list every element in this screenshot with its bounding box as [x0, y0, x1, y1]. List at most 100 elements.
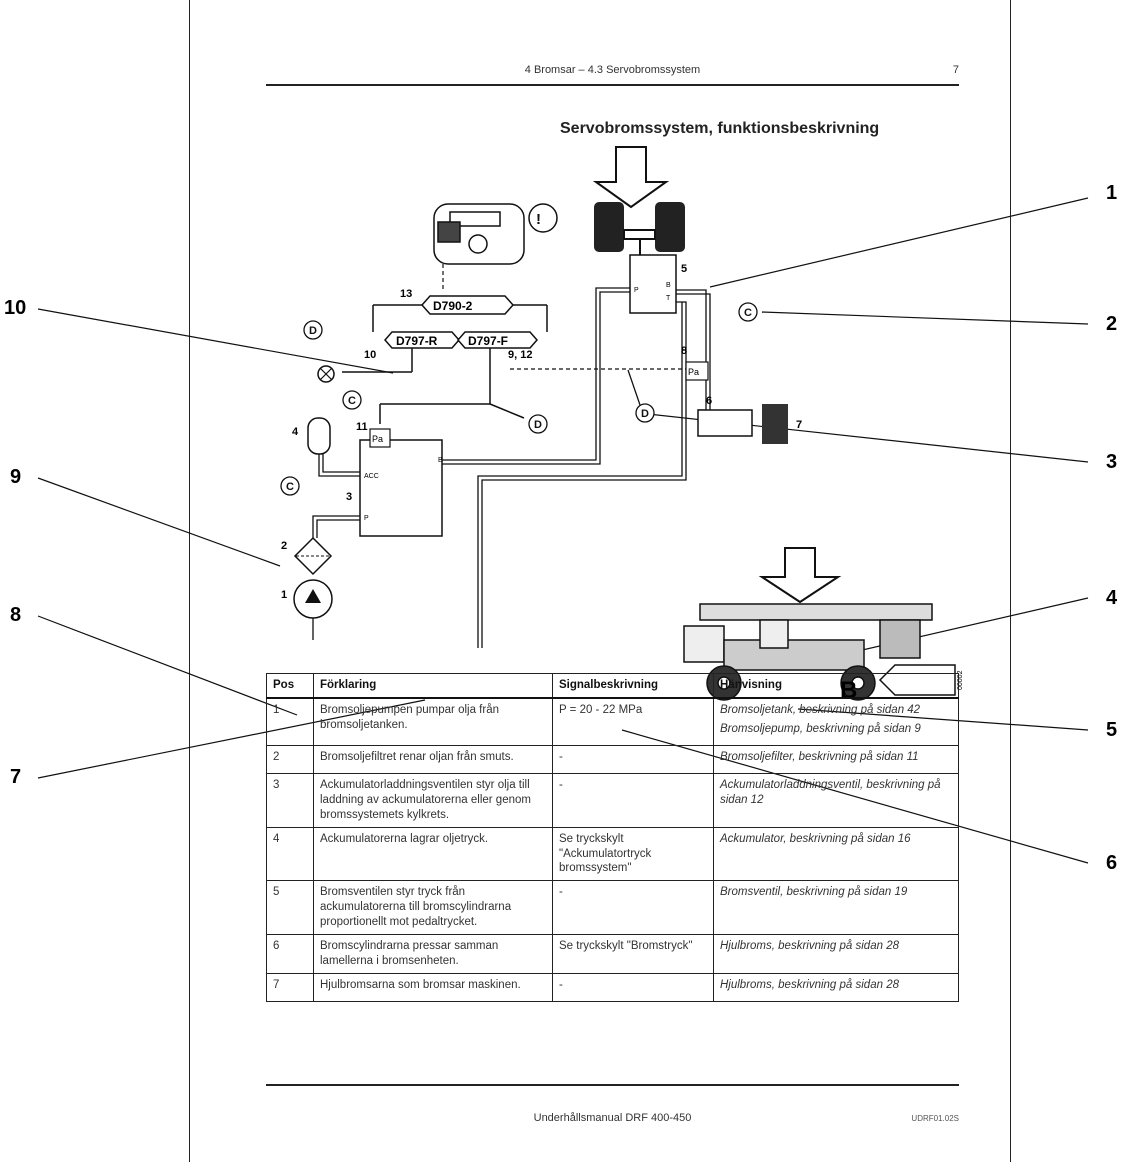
cell-hanvisning: Hjulbroms, beskrivning på sidan 28	[713, 973, 959, 1002]
footer-rule	[266, 1084, 959, 1086]
svg-text:!: !	[536, 211, 541, 228]
cell-pos: 6	[266, 934, 314, 975]
cell-hanvisning: Ackumulator, beskrivning på sidan 16	[713, 826, 959, 882]
callout-9: 9	[10, 466, 22, 488]
svg-text:D: D	[641, 408, 649, 420]
callout-3: 3	[1106, 451, 1118, 473]
svg-text:ACC: ACC	[364, 473, 379, 480]
brake-cylinder	[697, 409, 753, 437]
cell-pos: 4	[266, 826, 314, 882]
reference-link[interactable]: Bromsventil, beskrivning på sidan 19	[720, 886, 908, 899]
svg-text:1: 1	[281, 589, 287, 601]
svg-text:D797-R: D797-R	[396, 334, 438, 348]
col-header-pos: Pos	[266, 672, 314, 699]
brake-valve	[629, 254, 677, 314]
page-title: Servobromssystem, funktionsbeskrivning	[560, 120, 880, 137]
svg-text:D: D	[309, 325, 317, 337]
cell-hanvisning: Bromsventil, beskrivning på sidan 19	[713, 880, 959, 936]
cell-signal: Se tryckskylt "Ackumulatortryck bromssys…	[552, 826, 714, 882]
cell-signal: -	[552, 744, 714, 774]
svg-text:P: P	[364, 515, 369, 522]
cell-pos: 2	[266, 744, 314, 774]
svg-text:D797-F: D797-F	[468, 334, 508, 348]
svg-text:2: 2	[281, 540, 287, 552]
svg-text:Pa: Pa	[372, 434, 383, 444]
machine-arrow-icon	[758, 547, 842, 604]
header-section: 4 Bromsar – 4.3 Servobromssystem	[524, 64, 701, 76]
svg-text:10: 10	[364, 349, 376, 361]
cell-forklaring: Ackumulatorladdningsventilen styr olja t…	[313, 772, 553, 828]
callout-1: 1	[1106, 182, 1118, 204]
callout-7: 7	[10, 766, 22, 788]
cell-signal: -	[552, 880, 714, 936]
cell-pos: 3	[266, 772, 314, 828]
cell-pos: 1	[266, 697, 314, 746]
cell-forklaring: Ackumulatorerna lagrar oljetryck.	[313, 826, 553, 882]
svg-text:9, 12: 9, 12	[508, 349, 532, 361]
svg-text:P: P	[634, 287, 639, 294]
header-rule	[266, 84, 959, 86]
charging-valve	[359, 439, 443, 537]
cell-hanvisning: Ackumulatorladdningsventil, beskrivning …	[713, 772, 959, 828]
cell-forklaring: Bromsoljepumpen pumpar olja från bromsol…	[313, 697, 553, 746]
callout-2: 2	[1106, 313, 1118, 335]
svg-text:5: 5	[681, 263, 687, 275]
leader-line-4	[831, 597, 1089, 658]
brake-pedal-icon	[594, 202, 685, 255]
leader-line-2	[761, 311, 1089, 325]
leader-line-1	[709, 197, 1089, 288]
callout-8: 8	[10, 604, 22, 626]
svg-text:00002: 00002	[957, 670, 964, 690]
cell-forklaring: Bromscylindrarna pressar samman lameller…	[313, 934, 553, 975]
svg-text:B: B	[438, 457, 443, 464]
wheel-brake-icon	[762, 404, 788, 444]
pedal-arrow-icon	[592, 146, 670, 209]
svg-text:11: 11	[356, 421, 368, 433]
cell-forklaring: Hjulbromsarna som bromsar maskinen.	[313, 973, 553, 1002]
svg-text:4: 4	[292, 426, 299, 438]
table-row: 5 Bromsventilen styr tryck från ackumula…	[266, 880, 959, 936]
callout-4: 4	[1106, 587, 1118, 609]
svg-text:Pa: Pa	[688, 367, 699, 377]
callout-6: 6	[1106, 852, 1118, 874]
col-header-signal: Signalbeskrivning	[552, 672, 714, 699]
reference-link[interactable]: Hjulbroms, beskrivning på sidan 28	[720, 979, 899, 992]
svg-text:T: T	[666, 295, 671, 302]
cell-hanvisning: Bromsoljefilter, beskrivning på sidan 11	[713, 744, 959, 774]
svg-text:C: C	[286, 481, 294, 493]
reference-link[interactable]: Bromsoljepump, beskrivning på sidan 9	[720, 722, 921, 735]
reference-link[interactable]: Ackumulatorladdningsventil, beskrivning …	[720, 778, 941, 806]
cell-pos: 7	[266, 973, 314, 1002]
reference-link[interactable]: Ackumulator, beskrivning på sidan 16	[720, 832, 911, 845]
footer-doc-code: UDRF01.02S	[911, 1114, 959, 1123]
callout-5: 5	[1106, 719, 1118, 741]
cell-pos: 5	[266, 880, 314, 936]
svg-text:3: 3	[346, 491, 352, 503]
table-row: 2 Bromsoljefiltret renar oljan från smut…	[266, 744, 959, 774]
svg-text:D790-2: D790-2	[433, 299, 473, 313]
svg-text:7: 7	[796, 419, 802, 431]
cell-hanvisning: Bromsoljetank, beskrivning på sidan 42 B…	[713, 697, 959, 746]
svg-text:C: C	[744, 307, 752, 319]
col-header-forklaring: Förklaring	[313, 672, 553, 699]
cell-signal: -	[552, 973, 714, 1002]
component-table: Pos Förklaring Signalbeskrivning Hänvisn…	[266, 672, 959, 1002]
svg-text:C: C	[348, 395, 356, 407]
leader-line-8	[37, 615, 298, 716]
col-header-hanvisning: Hänvisning	[713, 672, 959, 699]
display-unit-icon: !	[433, 203, 558, 265]
reference-link[interactable]: Bromsoljefilter, beskrivning på sidan 11	[720, 750, 919, 763]
svg-text:B: B	[666, 282, 671, 289]
reference-link[interactable]: Hjulbroms, beskrivning på sidan 28	[720, 940, 899, 953]
table-header-row: Pos Förklaring Signalbeskrivning Hänvisn…	[266, 672, 959, 699]
callout-10: 10	[4, 297, 27, 319]
reference-link[interactable]: Bromsoljetank, beskrivning på sidan 42	[720, 703, 921, 716]
table-row: 1 Bromsoljepumpen pumpar olja från broms…	[266, 697, 959, 746]
cell-signal: P = 20 - 22 MPa	[552, 697, 714, 746]
cell-forklaring: Bromsventilen styr tryck från ackumulato…	[313, 880, 553, 936]
svg-text:D: D	[534, 419, 542, 431]
table-row: 7 Hjulbromsarna som bromsar maskinen. - …	[266, 973, 959, 1002]
accumulator	[307, 417, 331, 455]
table-row: 3 Ackumulatorladdningsventilen styr olja…	[266, 772, 959, 828]
footer-manual-title: Underhållsmanual DRF 400-450	[533, 1112, 692, 1124]
